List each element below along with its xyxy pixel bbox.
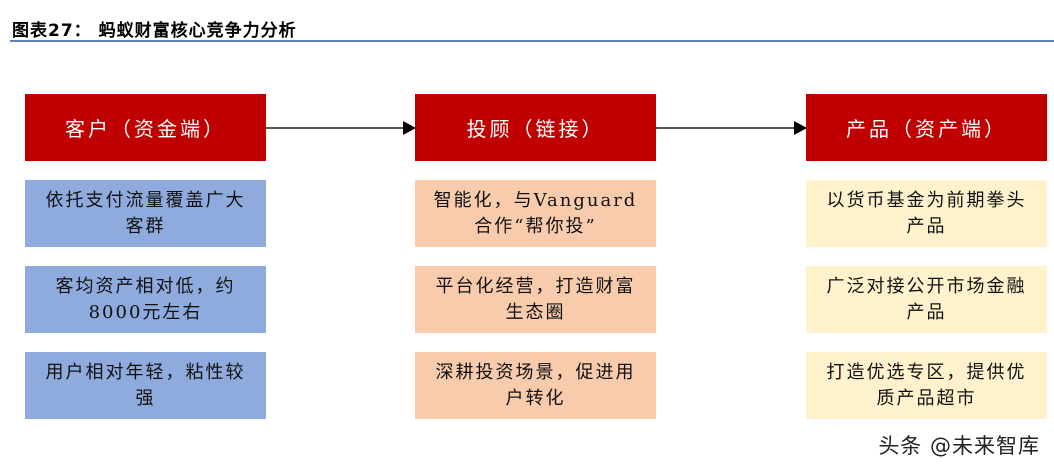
card-advisor-1: 智能化，与Vanguard合作“帮你投” [415,180,656,247]
card-advisor-3: 深耕投资场景，促进用户转化 [415,352,656,419]
header-product: 产品（资产端） [806,94,1047,161]
arrow-customer-to-advisor [266,121,416,135]
arrow-head-icon [794,121,807,135]
arrow-advisor-to-product [656,121,807,135]
card-customer-3: 用户相对年轻，粘性较强 [25,352,266,419]
card-product-3: 打造优选专区，提供优质产品超市 [806,352,1047,419]
header-advisor: 投顾（链接） [415,94,656,161]
card-customer-2: 客均资产相对低，约8000元左右 [25,266,266,333]
figure-title: 图表27： 蚂蚁财富核心竞争力分析 [12,21,297,41]
card-product-2: 广泛对接公开市场金融产品 [806,266,1047,333]
card-product-1: 以货币基金为前期拳头产品 [806,180,1047,247]
header-customer: 客户（资金端） [25,94,266,161]
arrow-head-icon [403,121,416,135]
watermark: 头条 @未来智库 [878,434,1040,458]
card-advisor-2: 平台化经营，打造财富生态圈 [415,266,656,333]
figure-title-bar: 图表27： 蚂蚁财富核心竞争力分析 [10,12,1054,42]
card-customer-1: 依托支付流量覆盖广大客群 [25,180,266,247]
